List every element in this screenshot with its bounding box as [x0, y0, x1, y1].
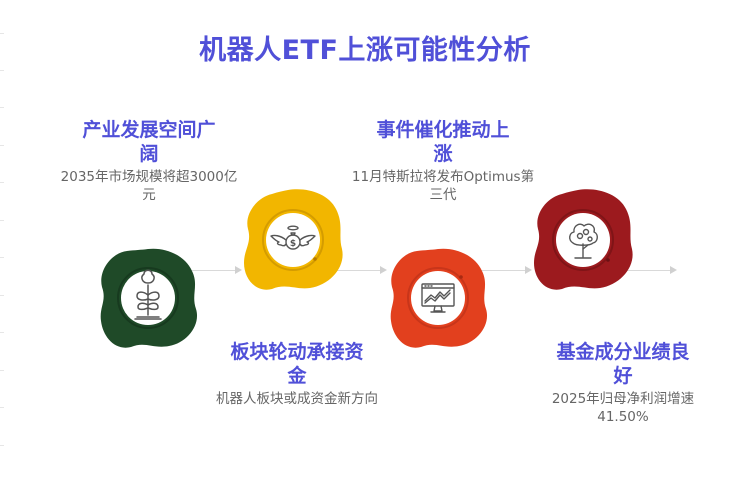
tick: [0, 370, 4, 371]
heading-line: 涨: [433, 143, 453, 165]
winged-money-bag-icon: $: [270, 225, 316, 250]
step-heading: 事件催化推动上 涨: [332, 118, 554, 166]
step-node-4: [528, 185, 638, 295]
connector-arrow: [186, 266, 242, 274]
desc-line: 11月特斯拉将发布Optimus第: [351, 169, 535, 185]
tick: [0, 295, 4, 296]
step-node-3: [383, 243, 493, 353]
arrowhead-icon: [380, 266, 387, 274]
connector-arrow: [476, 266, 532, 274]
tick: [0, 33, 4, 34]
monitor-chart-icon: [421, 283, 455, 313]
heading-line: 产业发展空间广: [82, 119, 216, 141]
step-text-3: 事件催化推动上 涨 11月特斯拉将发布Optimus第 三代: [332, 118, 554, 204]
step-heading: 基金成分业绩良 好: [512, 340, 730, 388]
step-description: 11月特斯拉将发布Optimus第 三代: [332, 168, 554, 204]
desc-line: 41.50%: [597, 409, 649, 425]
heading-line: 阔: [139, 143, 159, 165]
tick: [0, 107, 4, 108]
tick: [0, 182, 4, 183]
left-edge-ticks: [0, 0, 4, 480]
desc-line: 2035年市场规模将超3000亿: [60, 169, 238, 185]
heading-line: 基金成分业绩良: [556, 341, 690, 363]
step-description: 2025年归母净利润增速 41.50%: [512, 390, 730, 426]
heading-line: 板块轮动承接资: [230, 341, 364, 363]
step-text-2: 板块轮动承接资 金 机器人板块或成资金新方向: [186, 340, 408, 408]
heading-line: 金: [287, 365, 307, 387]
step-heading: 板块轮动承接资 金: [186, 340, 408, 388]
money-tree-icon: [569, 223, 598, 259]
desc-line: 元: [142, 187, 156, 203]
tick: [0, 445, 4, 446]
connector-arrow: [331, 266, 387, 274]
arrowhead-icon: [670, 266, 677, 274]
arrowhead-icon: [235, 266, 242, 274]
connector-arrow: [621, 266, 677, 274]
page-title: 机器人ETF上涨可能性分析: [199, 35, 531, 66]
step-description: 2035年市场规模将超3000亿 元: [38, 168, 260, 204]
step-node-2: $: [238, 185, 348, 295]
tick: [0, 407, 4, 408]
tick: [0, 145, 4, 146]
heading-line: 好: [613, 365, 633, 387]
tick: [0, 332, 4, 333]
blob-shape: [534, 189, 633, 290]
tree-icon: [134, 269, 162, 320]
tick: [0, 257, 4, 258]
step-heading: 产业发展空间广 阔: [38, 118, 260, 166]
arrowhead-icon: [525, 266, 532, 274]
desc-line: 2025年归母净利润增速: [551, 391, 695, 407]
step-text-4: 基金成分业绩良 好 2025年归母净利润增速 41.50%: [512, 340, 730, 426]
heading-line: 事件催化推动上: [376, 119, 510, 141]
step-text-1: 产业发展空间广 阔 2035年市场规模将超3000亿 元: [38, 118, 260, 204]
svg-text:$: $: [290, 239, 296, 249]
step-description: 机器人板块或成资金新方向: [186, 390, 408, 408]
tick: [0, 220, 4, 221]
desc-line: 三代: [429, 187, 457, 203]
desc-line: 机器人板块或成资金新方向: [216, 391, 378, 407]
step-node-1: [93, 243, 203, 353]
tick: [0, 70, 4, 71]
blob-shape: [244, 189, 343, 290]
